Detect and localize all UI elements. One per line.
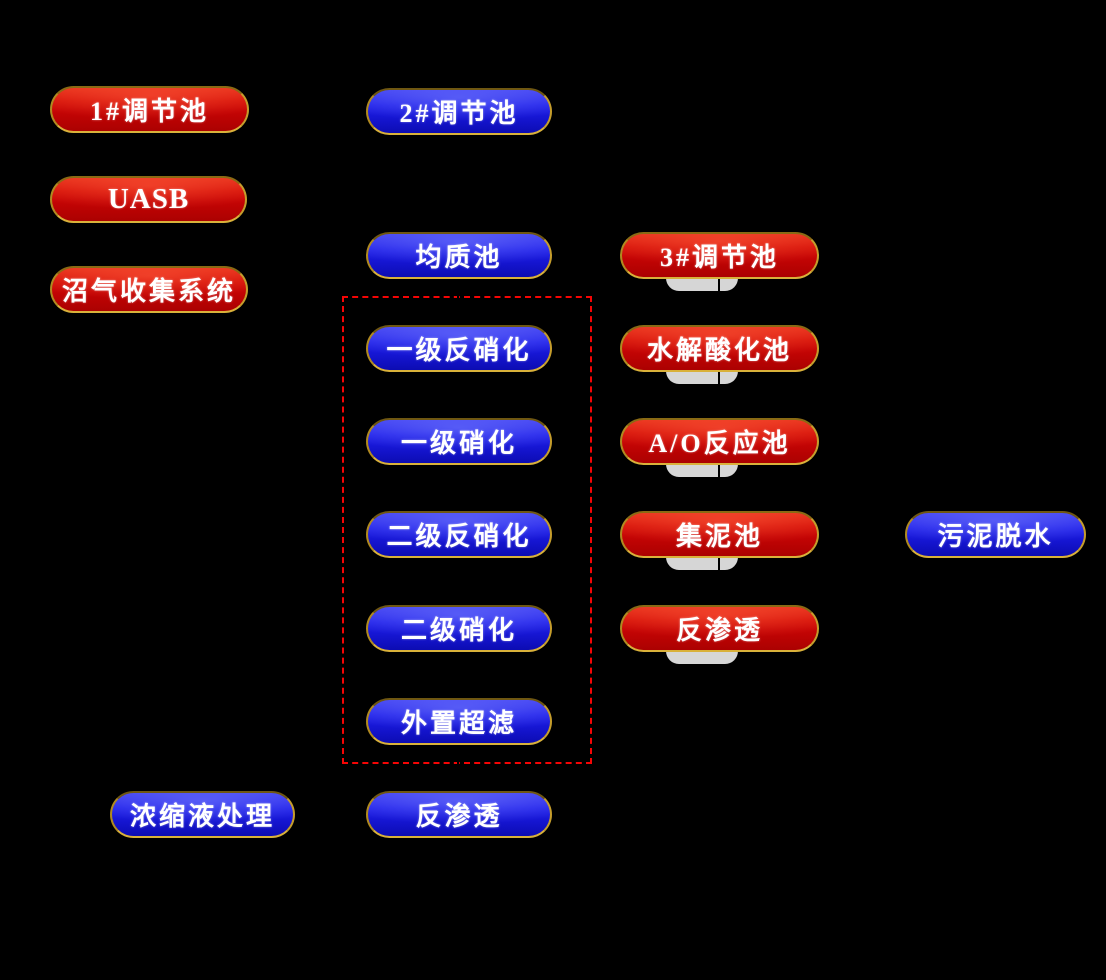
node-label-hydrolysis-tank: 水解酸化池 xyxy=(646,336,792,365)
node-uasb: UASB xyxy=(50,176,247,223)
biological-stage-group-box xyxy=(342,296,592,764)
node-nitrification-1: 一级硝化 xyxy=(366,418,552,465)
node-hydrolysis-tank: 水解酸化池 xyxy=(620,325,819,372)
node-label-regulating-tank-1: 1#调节池 xyxy=(89,97,209,126)
node-label-external-ultrafiltration: 外置超滤 xyxy=(400,709,517,738)
node-regulating-tank-3: 3#调节池 xyxy=(620,232,819,279)
node-label-regulating-tank-2: 2#调节池 xyxy=(399,99,519,128)
connector-line xyxy=(718,465,720,511)
connector-line xyxy=(457,135,459,232)
node-nitrification-2: 二级硝化 xyxy=(366,605,552,652)
connector-line xyxy=(457,745,459,791)
connector-line xyxy=(457,465,459,511)
node-regulating-tank-2: 2#调节池 xyxy=(366,88,552,135)
node-label-denitrification-2: 二级反硝化 xyxy=(386,522,532,551)
node-label-sludge-collection-tank: 集泥池 xyxy=(675,522,763,551)
node-label-homogenizing-tank: 均质池 xyxy=(415,243,503,272)
node-biogas-collection: 沼气收集系统 xyxy=(50,266,248,313)
connector-line xyxy=(457,279,459,325)
node-label-reverse-osmosis-red: 反渗透 xyxy=(675,616,763,645)
node-label-regulating-tank-3: 3#调节池 xyxy=(659,243,779,272)
connector-line xyxy=(718,279,720,325)
node-denitrification-2: 二级反硝化 xyxy=(366,511,552,558)
connector-line xyxy=(457,372,459,418)
node-ao-reactor: A/O反应池 xyxy=(620,418,819,465)
node-sludge-dewatering: 污泥脱水 xyxy=(905,511,1086,558)
node-regulating-tank-1: 1#调节池 xyxy=(50,86,249,133)
node-concentrate-treatment: 浓缩液处理 xyxy=(110,791,295,838)
connector-line xyxy=(147,223,149,266)
node-reverse-osmosis-blue: 反渗透 xyxy=(366,791,552,838)
connector-line xyxy=(147,133,149,176)
connector-line xyxy=(457,558,459,605)
connector-line xyxy=(718,558,720,605)
node-label-denitrification-1: 一级反硝化 xyxy=(386,336,532,365)
node-label-ao-reactor: A/O反应池 xyxy=(648,429,791,458)
node-denitrification-1: 一级反硝化 xyxy=(366,325,552,372)
node-label-biogas-collection: 沼气收集系统 xyxy=(61,277,236,306)
node-label-sludge-dewatering: 污泥脱水 xyxy=(937,522,1054,551)
node-label-concentrate-treatment: 浓缩液处理 xyxy=(129,802,275,831)
node-label-nitrification-1: 一级硝化 xyxy=(400,429,517,458)
node-sludge-collection-tank: 集泥池 xyxy=(620,511,819,558)
node-label-reverse-osmosis-blue: 反渗透 xyxy=(415,802,503,831)
connector-line xyxy=(718,372,720,418)
node-label-uasb: UASB xyxy=(107,183,190,215)
node-homogenizing-tank: 均质池 xyxy=(366,232,552,279)
node-reverse-osmosis-red: 反渗透 xyxy=(620,605,819,652)
node-external-ultrafiltration: 外置超滤 xyxy=(366,698,552,745)
connector-line xyxy=(457,652,459,698)
node-label-nitrification-2: 二级硝化 xyxy=(400,616,517,645)
